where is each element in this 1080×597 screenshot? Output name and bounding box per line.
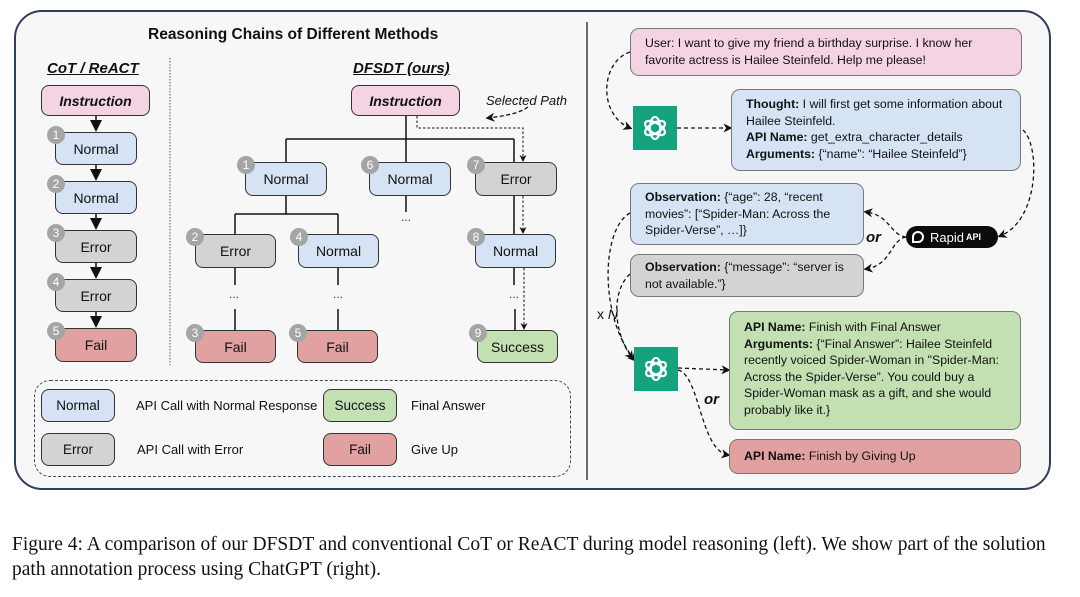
dfsdt-node-6: Normal bbox=[369, 162, 451, 196]
legend-desc-error: API Call with Error bbox=[137, 442, 244, 457]
step-badge: 5 bbox=[47, 322, 65, 340]
dfsdt-instruction-node: Instruction bbox=[351, 85, 460, 116]
cot-title: CoT / ReACT bbox=[47, 60, 139, 77]
node-label: Normal bbox=[73, 140, 119, 157]
dfsdt-node-7: Error bbox=[475, 162, 557, 196]
legend-swatch-normal: Normal bbox=[41, 389, 115, 422]
ellipsis: ... bbox=[229, 287, 240, 301]
dfsdt-node-4: Normal bbox=[298, 234, 379, 268]
step-badge: 3 bbox=[186, 324, 204, 342]
thought-text: I will first get some information about … bbox=[746, 97, 1003, 128]
cot-node-5: Fail bbox=[55, 328, 137, 362]
legend-desc-success: Final Answer bbox=[411, 398, 486, 413]
dfsdt-node-9: Success bbox=[477, 330, 558, 363]
node-label: Normal bbox=[263, 171, 309, 187]
repeat-x: x bbox=[597, 306, 608, 322]
cot-node-3: Error bbox=[55, 230, 137, 263]
node-label: Fail bbox=[84, 337, 108, 353]
cot-node-1: Normal bbox=[55, 132, 137, 165]
observation-text: {“age”: 28, “recent movies”: [“Spider-Ma… bbox=[645, 190, 831, 237]
api-name-label: API Name: bbox=[746, 130, 808, 144]
api-name-text: get_extra_character_details bbox=[807, 130, 963, 144]
rapidapi-logo-icon bbox=[912, 231, 924, 243]
step-badge: 6 bbox=[361, 156, 379, 174]
cot-node-4: Error bbox=[55, 279, 137, 312]
dfsdt-node-1: Normal bbox=[245, 162, 327, 196]
cot-node-2: Normal bbox=[55, 181, 137, 214]
observation-label: Observation: bbox=[645, 190, 721, 204]
step-badge: 2 bbox=[47, 175, 65, 193]
chatgpt-logo-icon bbox=[633, 106, 677, 150]
node-label: Normal bbox=[315, 243, 362, 259]
node-label: Fail bbox=[326, 338, 349, 355]
ellipsis: ... bbox=[401, 210, 412, 224]
legend-swatch-success: Success bbox=[323, 389, 397, 422]
node-label: Normal bbox=[387, 171, 433, 187]
final-api-text: Finish with Final Answer bbox=[805, 320, 941, 334]
dfsdt-node-3: Fail bbox=[195, 330, 276, 363]
cot-instruction-node: Instruction bbox=[41, 85, 150, 116]
dfsdt-node-2: Error bbox=[195, 234, 276, 268]
or-label: or bbox=[704, 391, 719, 408]
node-label: Error bbox=[80, 287, 112, 304]
chatgpt-logo-icon bbox=[634, 347, 678, 391]
node-label: Error bbox=[500, 171, 532, 187]
observation-text: {“message”: “server is not available.”} bbox=[645, 260, 844, 291]
step-badge: 4 bbox=[290, 228, 308, 246]
legend-desc-fail: Give Up bbox=[411, 442, 458, 457]
step-badge: 1 bbox=[237, 156, 255, 174]
step-badge: 7 bbox=[467, 156, 485, 174]
final-answer-message: API Name: Finish with Final Answer Argum… bbox=[729, 311, 1021, 430]
observation-label: Observation: bbox=[645, 260, 721, 274]
arguments-text: {“name”: “Hailee Steinfeld”} bbox=[815, 146, 967, 161]
legend bbox=[34, 380, 571, 477]
giveup-api-label: API Name: bbox=[744, 449, 806, 463]
rapidapi-label: Rapid bbox=[930, 229, 964, 245]
user-message-text: User: I want to give my friend a birthda… bbox=[645, 36, 973, 67]
ellipsis: ... bbox=[509, 287, 520, 301]
thought-message: Thought: I will first get some informati… bbox=[731, 89, 1021, 171]
observation-success-message: Observation: {“age”: 28, “recent movies”… bbox=[630, 183, 864, 245]
legend-swatch-error: Error bbox=[41, 433, 115, 466]
step-badge: 3 bbox=[47, 224, 65, 242]
repeat-label: x N bbox=[597, 306, 618, 322]
step-badge: 2 bbox=[186, 228, 204, 246]
node-label: Normal bbox=[492, 243, 539, 259]
user-message: User: I want to give my friend a birthda… bbox=[630, 28, 1022, 76]
rapidapi-suffix: API bbox=[965, 232, 981, 242]
ellipsis: ... bbox=[333, 287, 344, 301]
node-label: Error bbox=[80, 238, 112, 255]
step-badge: 4 bbox=[47, 273, 65, 291]
final-api-label: API Name: bbox=[744, 320, 806, 334]
step-badge: 9 bbox=[469, 324, 487, 342]
dfsdt-node-8: Normal bbox=[475, 234, 556, 268]
dfsdt-node-5: Fail bbox=[297, 330, 378, 363]
dfsdt-title: DFSDT (ours) bbox=[353, 60, 450, 77]
or-label: or bbox=[866, 229, 881, 246]
step-badge: 5 bbox=[289, 324, 307, 342]
thought-label: Thought: bbox=[746, 97, 800, 111]
legend-desc-normal: API Call with Normal Response bbox=[136, 398, 318, 413]
legend-swatch-fail: Fail bbox=[323, 433, 397, 466]
diagram-title: Reasoning Chains of Different Methods bbox=[148, 26, 439, 43]
step-badge: 1 bbox=[47, 126, 65, 144]
step-badge: 8 bbox=[467, 228, 485, 246]
node-label: Error bbox=[219, 243, 252, 259]
arguments-label: Arguments: bbox=[746, 146, 816, 161]
node-label: Normal bbox=[73, 189, 119, 206]
selected-path-label: Selected Path bbox=[486, 93, 567, 108]
node-label: Fail bbox=[224, 338, 247, 355]
repeat-n: N bbox=[607, 306, 619, 322]
node-label: Success bbox=[491, 338, 544, 355]
final-args-text: {“Final Answer”: Hailee Steinfeld recent… bbox=[744, 336, 999, 417]
give-up-message: API Name: Finish by Giving Up bbox=[729, 439, 1021, 474]
observation-error-message: Observation: {“message”: “server is not … bbox=[630, 254, 864, 297]
giveup-api-text: Finish by Giving Up bbox=[805, 449, 916, 463]
figure-caption: Figure 4: A comparison of our DFSDT and … bbox=[12, 534, 1046, 580]
final-args-label: Arguments: bbox=[744, 336, 814, 351]
